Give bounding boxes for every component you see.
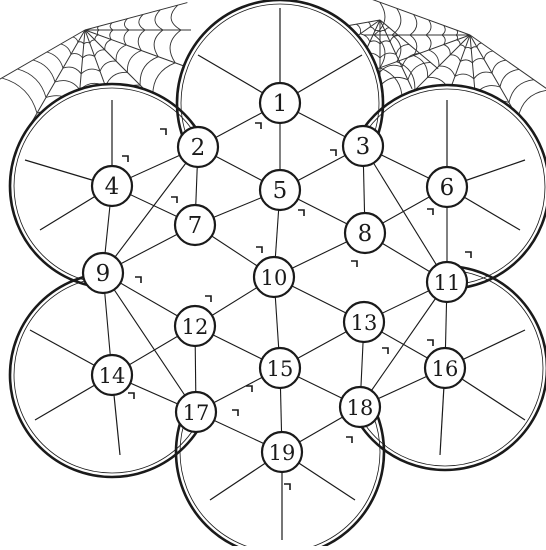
node-13[interactable]: 13: [344, 302, 384, 342]
node-9[interactable]: 9: [83, 253, 123, 293]
node-label: 16: [432, 357, 459, 381]
node-19[interactable]: 19: [262, 432, 302, 472]
node-label: 3: [356, 134, 371, 160]
node-16[interactable]: 16: [425, 348, 465, 388]
node-18[interactable]: 18: [340, 387, 380, 427]
node-3[interactable]: 3: [343, 126, 383, 166]
node-8[interactable]: 8: [345, 213, 385, 253]
node-label: 13: [351, 311, 378, 335]
node-6[interactable]: 6: [427, 167, 467, 207]
node-14[interactable]: 14: [92, 355, 132, 395]
node-2[interactable]: 2: [178, 127, 218, 167]
node-11[interactable]: 11: [427, 262, 467, 302]
node-15[interactable]: 15: [260, 348, 300, 388]
node-4[interactable]: 4: [92, 166, 132, 206]
node-label: 17: [183, 401, 210, 425]
node-label: 18: [347, 396, 374, 420]
node-7[interactable]: 7: [175, 205, 215, 245]
node-10[interactable]: 10: [254, 257, 294, 297]
node-label: 19: [269, 441, 296, 465]
node-label: 9: [96, 261, 111, 287]
node-12[interactable]: 12: [175, 306, 215, 346]
node-label: 5: [273, 178, 288, 204]
node-label: 2: [191, 135, 206, 161]
node-5[interactable]: 5: [260, 170, 300, 210]
node-17[interactable]: 17: [176, 392, 216, 432]
node-label: 11: [434, 271, 461, 295]
node-label: 15: [267, 357, 294, 381]
node-label: 12: [182, 315, 209, 339]
node-label: 10: [261, 266, 288, 290]
node-label: 4: [105, 174, 120, 200]
node-label: 14: [99, 364, 126, 388]
node-label: 7: [188, 213, 203, 239]
node-label: 1: [273, 91, 288, 117]
node-label: 8: [358, 221, 373, 247]
node-label: 6: [440, 175, 455, 201]
node-1[interactable]: 1: [260, 83, 300, 123]
